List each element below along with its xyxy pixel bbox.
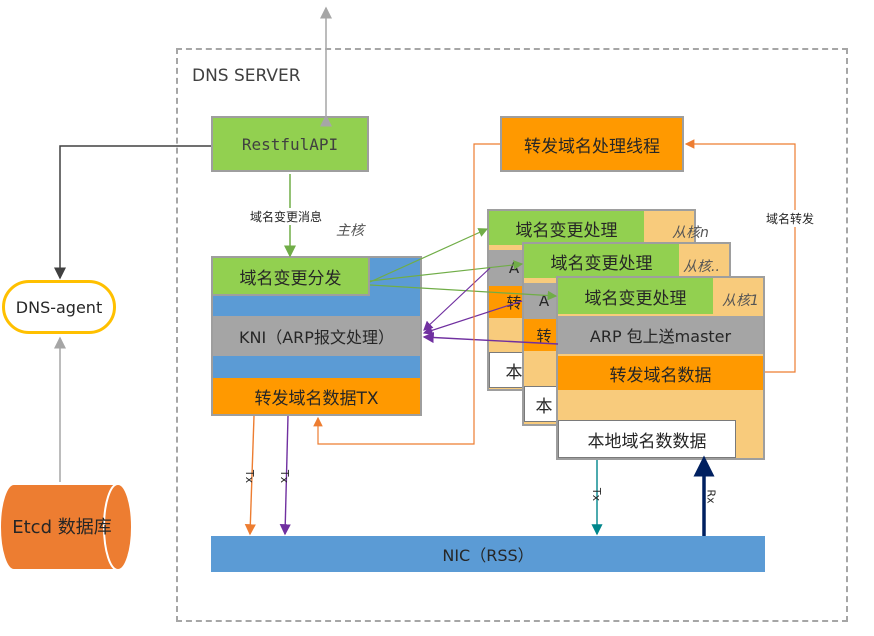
forward-link-label: 域名转发 (766, 210, 815, 227)
slave-core-mid-label: 从核.. (683, 259, 720, 275)
forward-tx-box: 转发域名数据TX (213, 378, 420, 414)
slave-core-n-change: 域名变更处理 (489, 211, 644, 245)
kni-box: KNI（ARP报文处理） (213, 316, 420, 356)
restful-api-label: RestfulAPI (241, 134, 339, 154)
slave-core-mid-arp-label: A (538, 292, 550, 310)
dispatch-label: 域名变更分发 (239, 268, 342, 289)
tx-label-teal: Tx (590, 487, 604, 502)
tx-label-orange: Tx (243, 469, 257, 484)
slave-core-1-local-label: 本地域名数数据 (587, 431, 707, 452)
etcd-label: Etcd 数据库 (6, 500, 118, 556)
slave-core-n-change-label: 域名变更处理 (515, 220, 618, 241)
slave-core-1-change: 域名变更处理 (558, 278, 713, 314)
slave-core-n-arp-label: A (508, 259, 520, 277)
forward-thread-label: 转发域名处理线程 (524, 136, 660, 157)
slave-core-1-label: 从核1 (722, 293, 759, 309)
dns-agent-node: DNS-agent (2, 280, 116, 334)
slave-core-n-local-label: 本 (505, 362, 523, 383)
main-core-label: 主核 (336, 223, 364, 239)
slave-core-1-local: 本地域名数数据 (558, 420, 736, 458)
forward-thread-box: 转发域名处理线程 (500, 116, 684, 172)
etcd-database (0, 483, 133, 571)
slave-core-1-arp-label: ARP 包上送master (589, 327, 732, 346)
slave-core-1-forward: 转发域名数据 (558, 356, 763, 390)
nic-label: NIC（RSS） (442, 546, 534, 565)
dns-server-title: DNS SERVER (192, 66, 301, 86)
restful-api-box: RestfulAPI (211, 116, 369, 172)
rx-label: Rx (704, 489, 718, 504)
slave-core-n-forward-label: 转 (506, 293, 522, 312)
dispatch-box: 域名变更分发 (213, 258, 370, 296)
dns-server-boundary (176, 48, 848, 622)
etcd-text: Etcd 数据库 (12, 517, 112, 538)
forward-tx-label: 转发域名数据TX (254, 388, 379, 409)
slave-core-1-forward-label: 转发域名数据 (609, 365, 712, 386)
slave-core-n-label: 从核n (672, 225, 709, 241)
slave-core-1-arp: ARP 包上送master (558, 316, 763, 354)
slave-core-1-change-label: 域名变更处理 (584, 288, 687, 309)
dns-agent-label: DNS-agent (15, 297, 103, 317)
slave-core-mid-change: 域名变更处理 (524, 244, 679, 278)
tx-label-purple: Tx (278, 469, 292, 484)
kni-label: KNI（ARP报文处理） (239, 328, 394, 347)
slave-core-mid-forward-label: 转 (536, 326, 552, 345)
nic-bar: NIC（RSS） (211, 536, 765, 572)
slave-core-mid-local-label: 本 (535, 396, 553, 417)
slave-core-mid-change-label: 域名变更处理 (550, 253, 653, 274)
domain-change-msg-label: 域名变更消息 (250, 208, 323, 225)
